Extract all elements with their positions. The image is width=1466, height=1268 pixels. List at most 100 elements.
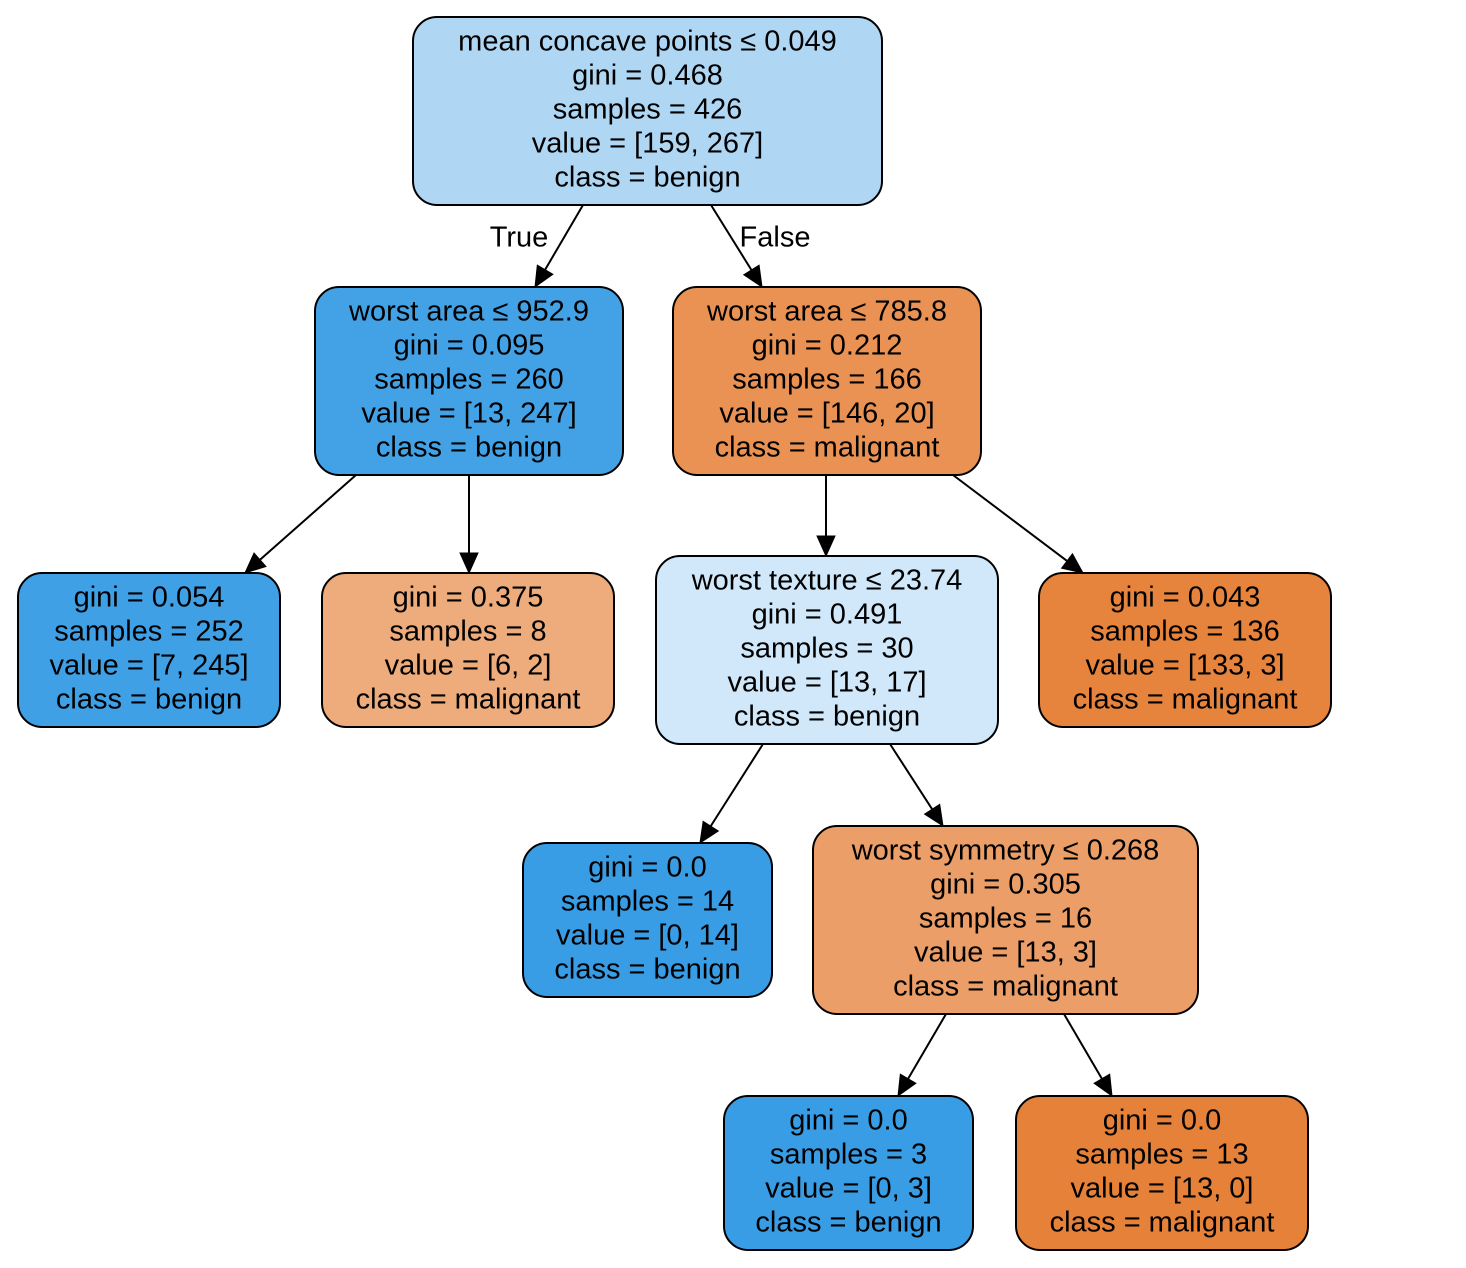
- node-line: value = [159, 267]: [532, 128, 763, 160]
- edge-n4-n5: [816, 475, 836, 558]
- node-line: class = benign: [755, 1207, 941, 1239]
- node-box: [17, 572, 281, 728]
- node-line: class = malignant: [1050, 1207, 1275, 1239]
- node-box: [412, 16, 883, 206]
- node-line: samples = 3: [770, 1139, 927, 1171]
- node-line: value = [13, 17]: [727, 667, 926, 699]
- node-line: gini = 0.0: [588, 852, 707, 884]
- edge-label-true: True: [490, 222, 549, 254]
- arrow-head-icon: [1060, 552, 1084, 574]
- node-line: value = [7, 245]: [49, 650, 248, 682]
- node-line: gini = 0.095: [394, 330, 545, 362]
- edge-line: [889, 743, 933, 810]
- node-line: worst area ≤ 952.9: [348, 296, 589, 328]
- edge-line: [1063, 1013, 1103, 1080]
- node-line: class = benign: [56, 684, 242, 716]
- edge-label-false: False: [740, 222, 811, 254]
- arrow-head-icon: [534, 264, 554, 289]
- node-line: gini = 0.375: [393, 582, 544, 614]
- edge-line: [544, 204, 584, 271]
- node-line: value = [13, 3]: [914, 937, 1097, 969]
- edge-line: [259, 474, 357, 561]
- node-line: gini = 0.054: [74, 582, 225, 614]
- arrow-head-icon: [742, 264, 763, 289]
- edge-line: [907, 1013, 947, 1080]
- node-line: value = [13, 0]: [1071, 1173, 1254, 1205]
- node-line: worst symmetry ≤ 0.268: [851, 835, 1160, 867]
- node-box: [314, 286, 624, 476]
- arrow-head-icon: [459, 552, 479, 575]
- node-line: samples = 426: [553, 94, 742, 126]
- node-box: [672, 286, 982, 476]
- arrow-head-icon: [1093, 1073, 1113, 1098]
- edges-layer: True False: [244, 204, 1113, 1098]
- node-line: class = malignant: [356, 684, 581, 716]
- node-line: samples = 16: [919, 903, 1092, 935]
- edge-n7-n8: [897, 1013, 947, 1098]
- edge-n1-n3: [459, 475, 479, 575]
- arrow-head-icon: [244, 552, 267, 574]
- node-line: samples = 252: [54, 616, 243, 648]
- node-line: value = [146, 20]: [719, 398, 934, 430]
- edge-n0-n1: True: [490, 204, 584, 289]
- node-box: [522, 842, 773, 998]
- node-line: value = [133, 3]: [1085, 650, 1284, 682]
- arrow-head-icon: [923, 803, 944, 828]
- node-line: gini = 0.043: [1110, 582, 1261, 614]
- node-line: class = benign: [376, 432, 562, 464]
- edge-n5-n6: [699, 743, 764, 845]
- node-box: [655, 555, 999, 745]
- edge-n1-n2: [244, 474, 357, 574]
- node-box: [1038, 572, 1332, 728]
- node-line: samples = 166: [732, 364, 921, 396]
- node-line: class = malignant: [893, 971, 1118, 1003]
- edge-line: [952, 474, 1068, 562]
- arrow-head-icon: [699, 820, 720, 845]
- node-line: gini = 0.305: [930, 869, 1081, 901]
- node-line: gini = 0.468: [572, 60, 723, 92]
- node-line: samples = 13: [1075, 1139, 1248, 1171]
- node-box: [723, 1095, 974, 1251]
- edge-line: [710, 204, 753, 271]
- node-box: [812, 825, 1199, 1015]
- edge-n7-n9: [1063, 1013, 1113, 1098]
- node-line: gini = 0.0: [789, 1105, 908, 1137]
- node-line: class = benign: [734, 701, 920, 733]
- node-line: class = malignant: [715, 432, 940, 464]
- node-line: gini = 0.212: [752, 330, 903, 362]
- edge-n5-n7: [889, 743, 944, 828]
- node-line: samples = 30: [740, 633, 913, 665]
- node-line: value = [13, 247]: [361, 398, 576, 430]
- node-line: class = benign: [554, 954, 740, 986]
- node-line: samples = 14: [561, 886, 734, 918]
- node-line: value = [6, 2]: [385, 650, 552, 682]
- edge-line: [709, 743, 764, 827]
- edge-n4-n10: [952, 474, 1084, 574]
- node-line: value = [0, 14]: [556, 920, 739, 952]
- node-line: worst area ≤ 785.8: [706, 296, 947, 328]
- node-line: gini = 0.0: [1103, 1105, 1222, 1137]
- node-line: class = malignant: [1073, 684, 1298, 716]
- node-box: [321, 572, 615, 728]
- node-line: samples = 136: [1090, 616, 1279, 648]
- node-line: value = [0, 3]: [765, 1173, 932, 1205]
- node-line: samples = 8: [389, 616, 546, 648]
- node-line: worst texture ≤ 23.74: [691, 565, 963, 597]
- arrow-head-icon: [816, 535, 836, 558]
- node-line: class = benign: [554, 162, 740, 194]
- node-box: [1015, 1095, 1309, 1251]
- node-line: samples = 260: [374, 364, 563, 396]
